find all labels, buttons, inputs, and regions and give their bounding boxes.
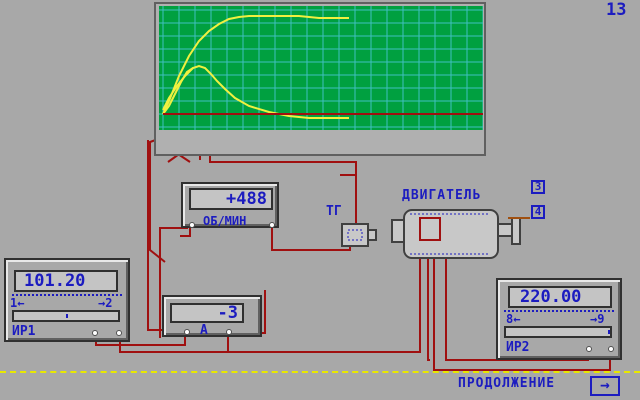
ir2-terminal-left[interactable]	[586, 346, 592, 352]
ir1-slider[interactable]	[12, 310, 120, 322]
ir2-terminal-right[interactable]	[608, 346, 614, 352]
continue-label: ПРОДОЛЖЕНИЕ	[458, 376, 556, 391]
ir1-terminal-right[interactable]	[116, 330, 122, 336]
ir2-instrument: 220.00 8← →9 ИР2	[496, 278, 622, 360]
motor	[391, 209, 521, 259]
ir2-slider-handle[interactable]	[608, 330, 610, 334]
oscilloscope-screen	[159, 6, 483, 130]
ammeter-terminal-left[interactable]	[184, 329, 190, 335]
option-box-3[interactable]: 3	[531, 180, 545, 194]
option-box-4[interactable]: 4	[531, 205, 545, 219]
tachometer-display: +488	[189, 188, 273, 210]
ir1-separator	[12, 294, 122, 296]
tg-label: ТГ	[326, 204, 342, 219]
ir2-separator	[504, 310, 614, 312]
ammeter-terminal-right[interactable]	[226, 329, 232, 335]
ammeter-unit: А	[200, 323, 208, 338]
ir1-display: 101.20	[14, 270, 118, 292]
ir2-scale-right: →9	[590, 312, 605, 326]
motor-label: ДВИГАТЕЛЬ	[402, 188, 482, 203]
ir1-terminal-left[interactable]	[92, 330, 98, 336]
page-number: 13	[606, 0, 627, 20]
ir1-scale-left: 1←	[10, 296, 25, 310]
ir2-display: 220.00	[508, 286, 612, 308]
tachometer-terminal-left[interactable]	[189, 222, 195, 228]
motor-shaft-mark	[508, 217, 530, 219]
ir2-label: ИР2	[506, 340, 530, 355]
tachometer-terminal-right[interactable]	[269, 222, 275, 228]
ir1-slider-handle[interactable]	[66, 314, 68, 318]
ir1-label: ИР1	[12, 324, 36, 339]
continue-button[interactable]: →	[590, 376, 620, 396]
ir2-scale-left: 8←	[506, 312, 521, 326]
ammeter: -3 А	[162, 295, 262, 338]
ir1-scale-right: →2	[98, 296, 113, 310]
ammeter-display: -3	[170, 303, 244, 323]
oscilloscope	[154, 2, 486, 156]
tachometer: +488 ОБ/МИН	[181, 182, 279, 228]
tachometer-unit: ОБ/МИН	[203, 214, 247, 228]
ir1-instrument: 101.20 1← →2 ИР1	[4, 258, 130, 342]
tachogenerator	[341, 223, 377, 247]
ir2-slider[interactable]	[504, 326, 612, 338]
footer-divider	[0, 371, 640, 373]
